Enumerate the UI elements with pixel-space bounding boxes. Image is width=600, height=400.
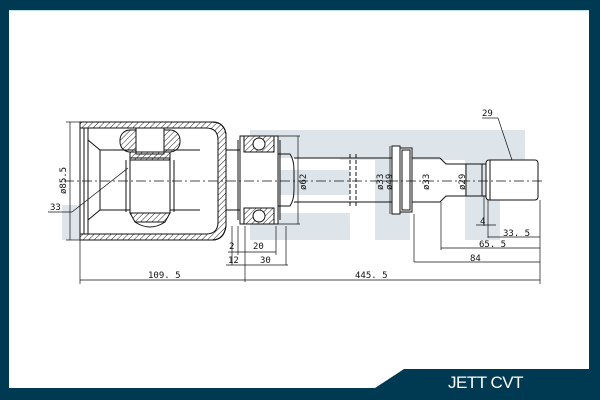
cv-joint-housing <box>79 121 227 241</box>
dim-length-109-5: 109. 5 <box>148 271 181 281</box>
dim-length-445-5: 445. 5 <box>355 271 388 281</box>
dim-offset-4: 4 <box>480 217 485 227</box>
dim-stub-length: 65. 5 <box>479 240 506 250</box>
dim-offset-2: 2 <box>229 242 234 252</box>
dim-offset-12: 12 <box>228 256 239 266</box>
dim-stub: ø29 <box>458 174 468 190</box>
dimension-labels: ø85.5 33 ø62 ø33 ø49 ø33 ø29 29 2 20 12 … <box>50 109 530 281</box>
dim-housing-diameter: ø85.5 <box>59 167 69 194</box>
brand-label: JETT CVT <box>448 373 524 392</box>
dim-length-30: 30 <box>260 256 271 266</box>
dim-end-length: 84 <box>470 254 481 264</box>
bearing <box>225 135 295 225</box>
dim-spline-outer: 29 <box>482 109 493 119</box>
dim-spline-length: 33. 5 <box>503 229 530 239</box>
dim-shaft-1: ø33 <box>376 174 386 190</box>
frame-top-edge <box>9 10 589 11</box>
drive-shaft <box>294 145 539 215</box>
dimension-lines <box>48 117 541 284</box>
dim-shaft-2: ø33 <box>422 174 432 190</box>
dim-bearing-width: 20 <box>253 242 264 252</box>
dim-flange: ø49 <box>385 174 395 190</box>
footer-band <box>375 369 589 388</box>
dim-spline-inner: 33 <box>50 203 61 213</box>
dim-bearing-seat: ø62 <box>299 174 309 190</box>
